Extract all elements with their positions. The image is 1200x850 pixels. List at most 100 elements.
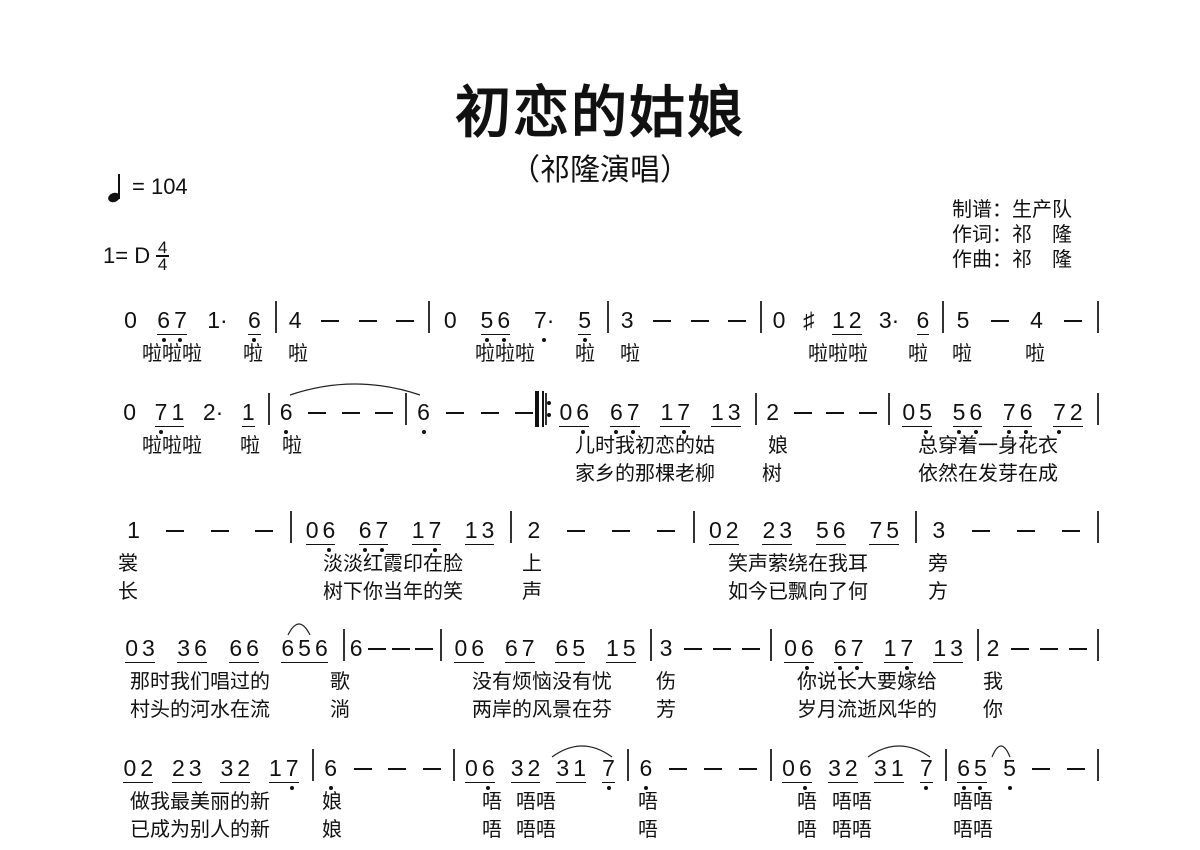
- lyric-text: 唔唔: [953, 819, 993, 841]
- note: 2: [140, 755, 154, 781]
- barline: [650, 629, 652, 661]
- note-token: 3: [932, 517, 945, 543]
- lyric-text: 啦: [240, 435, 260, 457]
- lyric-text: 唔唔: [832, 791, 872, 813]
- note: 3: [188, 755, 202, 781]
- note: 6: [349, 635, 363, 661]
- note: 1: [605, 635, 619, 661]
- lyric-text: 淌: [330, 699, 350, 721]
- sustain-dash: [1032, 768, 1051, 770]
- lyric-text: 唔唔: [832, 819, 872, 841]
- lyric-text: 啦啦啦: [475, 343, 535, 365]
- note-token: 6: [350, 635, 363, 661]
- barline: [770, 629, 772, 661]
- note: 5: [815, 517, 829, 543]
- lyric-text: 娘: [322, 791, 342, 813]
- measure: 6: [316, 755, 449, 790]
- note: 7: [428, 517, 442, 552]
- note: 6: [229, 635, 243, 661]
- barline: [607, 301, 609, 333]
- note: 2: [844, 755, 858, 781]
- measure: 6: [272, 399, 401, 434]
- sustain-dash: [704, 768, 723, 770]
- time-signature-bottom: 4: [157, 255, 168, 274]
- sustain-dash: [396, 320, 415, 322]
- note: 5: [886, 517, 900, 543]
- measure: 3: [611, 307, 756, 337]
- sustain-dash: [415, 648, 434, 650]
- lyric-text: 娘: [322, 819, 342, 841]
- lyric-text: 树: [762, 463, 782, 485]
- sustain-dash: [669, 768, 688, 770]
- barline: [945, 749, 947, 781]
- measure: 6: [631, 755, 766, 790]
- sustain-dash: [514, 412, 533, 414]
- beam-underline: 7: [919, 755, 933, 790]
- note: 7: [602, 755, 615, 790]
- note: 6: [609, 399, 623, 434]
- barline: [942, 301, 944, 333]
- note: 2: [527, 755, 541, 781]
- note: 0: [454, 635, 468, 661]
- note: 2: [986, 635, 1000, 661]
- measure: 3: [919, 517, 1093, 547]
- lyric-text: 唔: [797, 791, 817, 813]
- note-token: 2: [528, 517, 541, 543]
- note: 1: [573, 755, 587, 781]
- lyric-text: 已成为别人的新: [130, 819, 270, 841]
- sustain-dash: [826, 412, 845, 414]
- note-token: 2·: [203, 399, 223, 425]
- note: 2: [527, 517, 541, 543]
- note: 3: [177, 635, 191, 661]
- note: 1: [933, 635, 947, 661]
- barline: [510, 511, 512, 543]
- barline: [888, 393, 890, 425]
- note: 0: [902, 399, 916, 425]
- note: 7: [1053, 399, 1066, 434]
- note-token: 2: [766, 399, 779, 425]
- lyric-text: 芳: [656, 699, 676, 721]
- note: 6: [358, 517, 372, 552]
- lyric-text: 啦啦啦: [142, 435, 202, 457]
- lyric-text: 唔: [482, 819, 502, 841]
- note: 6: [504, 635, 518, 661]
- note: 0: [125, 635, 139, 661]
- note-token: 0: [124, 307, 137, 333]
- barline: [268, 393, 270, 425]
- note-group: 6: [916, 307, 930, 335]
- lyric-text: 旁: [928, 553, 948, 575]
- lyric-text: 依然在发芽在成: [918, 463, 1058, 485]
- lyric-text: 上: [522, 553, 542, 575]
- note-group: 5: [578, 307, 592, 342]
- note: 6: [639, 755, 653, 790]
- note: 3: [779, 517, 793, 543]
- sustain-dash: [368, 648, 387, 650]
- lyric-text: 啦: [282, 435, 302, 457]
- slur: [991, 745, 1011, 758]
- note: 2: [766, 399, 780, 425]
